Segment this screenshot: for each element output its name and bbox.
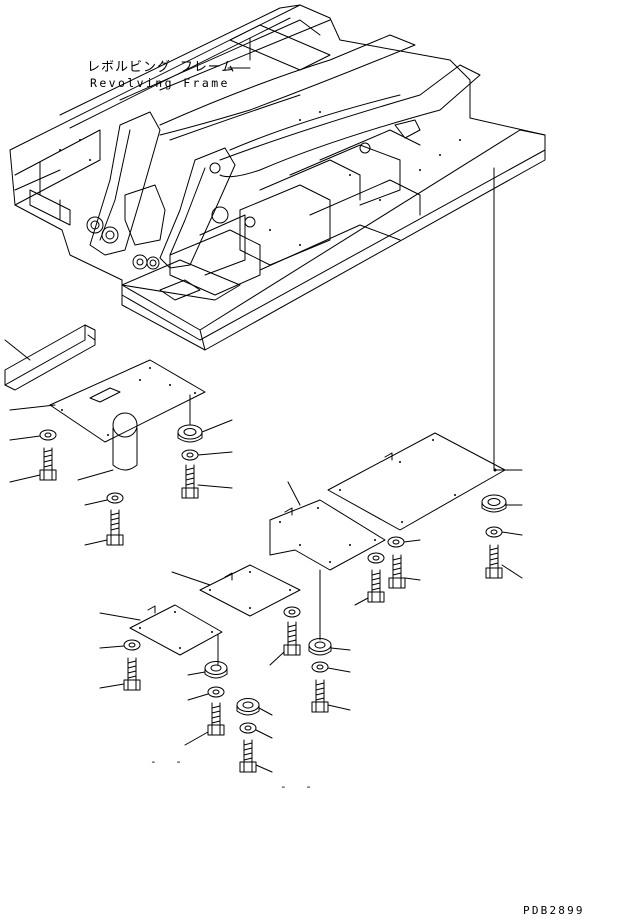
bolt	[107, 510, 123, 545]
left-side-plate	[5, 325, 95, 390]
leader-line	[188, 672, 205, 675]
rubber-mount	[237, 699, 259, 716]
leader-line	[259, 708, 272, 715]
washer	[182, 450, 198, 460]
leader-line	[198, 485, 232, 488]
rubber-mount	[482, 495, 506, 512]
leader-line	[270, 652, 284, 665]
left-cover-plate	[50, 360, 205, 470]
leader-line	[502, 532, 522, 535]
bolt	[389, 555, 405, 588]
leader-line	[328, 705, 350, 710]
leader-line	[256, 765, 272, 772]
leader-line	[288, 482, 300, 505]
small-cover-plate	[200, 565, 300, 616]
leader-line	[5, 340, 30, 360]
leader-line	[100, 646, 124, 648]
leader-line	[198, 452, 232, 455]
lower-left-cover-plate	[130, 605, 222, 655]
leader-line	[405, 578, 420, 580]
leader-line	[10, 436, 40, 440]
rubber-mount	[178, 425, 202, 442]
rubber-mount	[309, 639, 331, 656]
bolt	[40, 448, 56, 480]
leader-line	[185, 732, 208, 745]
right-cover-plate	[328, 433, 505, 530]
leader-line	[78, 470, 113, 480]
leader-line	[85, 500, 107, 505]
washer	[388, 537, 404, 547]
bolt	[208, 703, 224, 735]
leader-line	[328, 668, 350, 672]
bolt	[284, 622, 300, 655]
washer	[124, 640, 140, 650]
dash-mark: - -	[280, 780, 318, 793]
washer	[40, 430, 56, 440]
washer	[208, 687, 224, 697]
rubber-mount	[205, 662, 227, 679]
drawing-code: PDB2899	[523, 904, 585, 917]
bolt	[486, 545, 502, 578]
washer	[240, 723, 256, 733]
leader-line	[404, 540, 420, 542]
bolt	[240, 740, 256, 772]
bolt	[368, 570, 384, 602]
leader-line	[502, 565, 522, 578]
leader-line	[188, 694, 208, 700]
washer	[368, 553, 384, 563]
leader-line	[202, 420, 232, 432]
leader-line	[100, 684, 124, 688]
washer	[486, 527, 502, 537]
leader-line	[172, 572, 210, 585]
washer	[107, 493, 123, 503]
washer	[284, 607, 300, 617]
leader-line	[85, 540, 107, 545]
revolving-frame	[10, 5, 545, 350]
bolt	[124, 658, 140, 690]
bolt	[312, 680, 328, 712]
leader-line	[331, 648, 350, 650]
dash-mark: - -	[150, 755, 188, 768]
leader-line	[10, 405, 55, 410]
leader-line	[256, 730, 272, 738]
leader-line	[10, 475, 40, 482]
middle-cover-plate	[270, 500, 385, 570]
bolt	[182, 465, 198, 498]
leader-line	[355, 598, 368, 605]
leader-line	[100, 613, 140, 620]
washer	[312, 662, 328, 672]
